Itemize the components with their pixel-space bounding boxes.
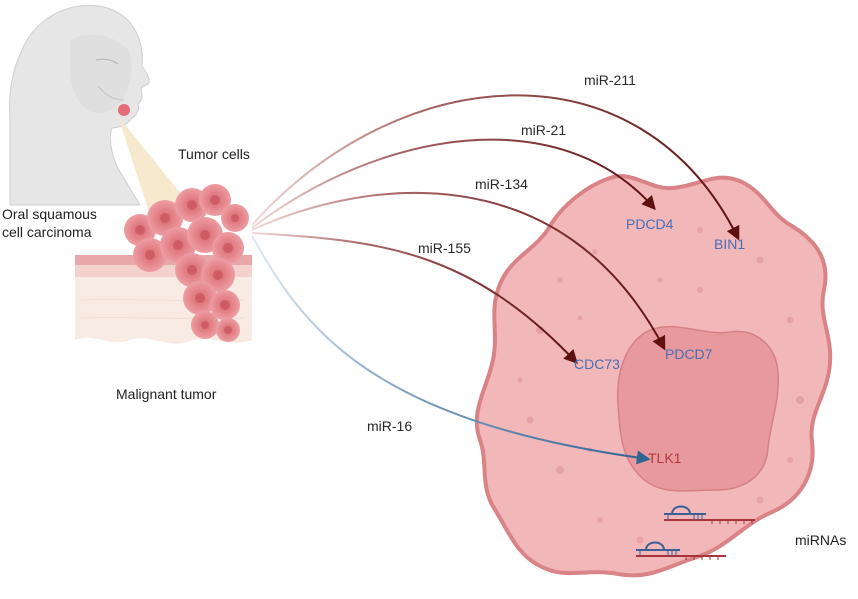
mir-134-label: miR-134 (475, 176, 528, 192)
lesion-spot (118, 104, 130, 116)
arrow-mir-21 (251, 138, 656, 229)
nucleus (616, 326, 779, 492)
head-illustration (9, 4, 190, 215)
target-cell (474, 174, 833, 578)
mir-21-label: miR-21 (521, 122, 567, 138)
gene-tlk1: TLK1 (648, 450, 682, 466)
mirna-hairpin-icon (636, 541, 726, 560)
gene-pdcd4: PDCD4 (626, 216, 674, 232)
gene-bin1: BIN1 (714, 236, 746, 252)
arrow-mir-155 (251, 232, 578, 365)
arrow-mir-16 (251, 235, 651, 465)
mirna-hairpin-icon (664, 505, 755, 524)
malignant-tumor-label: Malignant tumor (116, 386, 217, 402)
arrow-mir-134 (251, 191, 666, 351)
oscc-label-line1: Oral squamous (2, 206, 97, 222)
mir-211-label: miR-211 (584, 72, 636, 88)
tumor-cluster (124, 184, 249, 342)
mir-155-label: miR-155 (418, 240, 471, 256)
arrow-mir-211 (251, 94, 740, 241)
gene-pdcd7: PDCD7 (665, 346, 713, 362)
mirnas-label: miRNAs (795, 532, 847, 548)
oscc-label-line2: cell carcinoma (2, 224, 92, 240)
gene-cdc73: CDC73 (574, 356, 620, 372)
tumor-cells-label: Tumor cells (178, 146, 250, 162)
mir-16-label: miR-16 (367, 418, 413, 434)
